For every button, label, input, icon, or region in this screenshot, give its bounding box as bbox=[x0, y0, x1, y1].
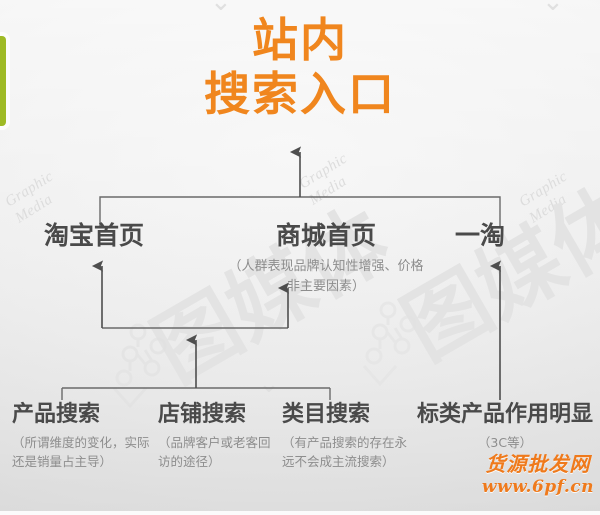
site-watermark-url: www.6pf.cn bbox=[481, 477, 594, 497]
node-note: （品牌客户或老客回访的途径） bbox=[158, 435, 271, 469]
site-watermark-name: 货源批发网 bbox=[485, 452, 591, 476]
node-label: 商城首页 bbox=[275, 221, 376, 250]
node-note: （人群表现品牌认知性增强、价格非主要因素） bbox=[228, 259, 424, 294]
page-title-line-2: 搜索入口 bbox=[204, 66, 396, 121]
page-title-line-1: 站内 bbox=[252, 13, 348, 67]
node-label: 店铺搜索 bbox=[158, 402, 247, 427]
page-title: 站内 搜索入口 bbox=[0, 13, 600, 121]
node-taobao-home[interactable]: 淘宝首页 bbox=[44, 216, 144, 252]
node-yitao[interactable]: 一淘 bbox=[455, 216, 505, 252]
site-watermark: 货源批发网 www.6pf.cn bbox=[481, 452, 594, 498]
node-label: 类目搜索 bbox=[282, 402, 371, 427]
green-side-tab bbox=[0, 36, 6, 126]
node-mall-home[interactable]: 商城首页 （人群表现品牌认知性增强、价格非主要因素） bbox=[228, 216, 424, 296]
node-label: 淘宝首页 bbox=[44, 221, 145, 250]
node-note: （3C等） bbox=[477, 435, 533, 450]
node-label: 产品搜索 bbox=[12, 402, 101, 427]
node-note: （有产品搜索的存在永远不会成主流搜索） bbox=[282, 435, 408, 469]
bottom-edge-line bbox=[0, 511, 600, 515]
node-category-search[interactable]: 类目搜索 （有产品搜索的存在永远不会成主流搜索） bbox=[282, 396, 412, 472]
node-shop-search[interactable]: 店铺搜索 （品牌客户或老客回访的途径） bbox=[158, 396, 276, 472]
node-label: 标类产品作用明显 bbox=[416, 402, 593, 427]
node-note: （所谓维度的变化，实际还是销量占主导） bbox=[12, 435, 150, 469]
node-label: 一淘 bbox=[455, 221, 506, 250]
node-standard-product[interactable]: 标类产品作用明显 （3C等） bbox=[412, 396, 598, 453]
node-product-search[interactable]: 产品搜索 （所谓维度的变化，实际还是销量占主导） bbox=[12, 396, 152, 472]
